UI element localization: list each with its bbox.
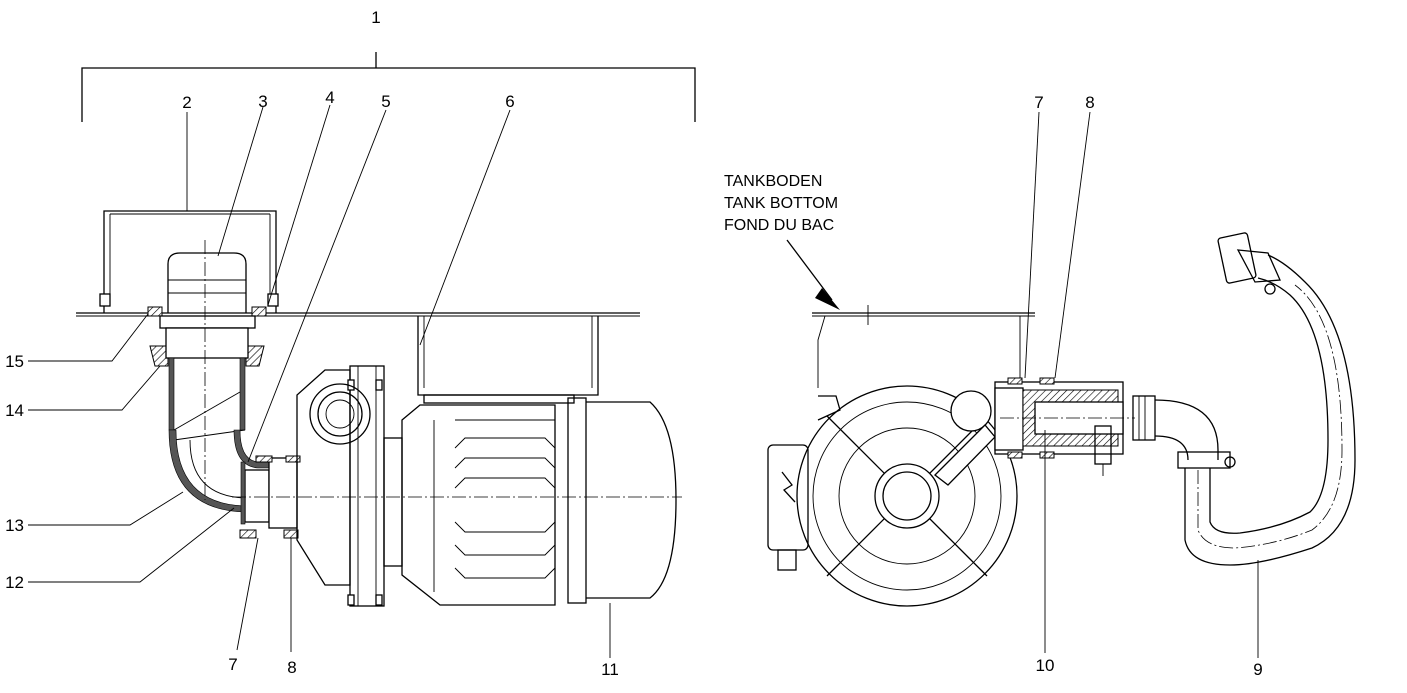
label-13: 13 — [5, 516, 24, 535]
right-view — [767, 232, 1356, 607]
tank-note-en: TANK BOTTOM — [724, 195, 838, 212]
label-6: 6 — [505, 92, 514, 111]
label-12: 12 — [5, 573, 24, 592]
tank-note-fr: FOND DU BAC — [724, 217, 834, 234]
tank-note-de: TANKBODEN — [724, 173, 822, 190]
tank-bottom-arrow — [786, 239, 840, 310]
left-view — [76, 210, 682, 607]
label-11: 11 — [601, 660, 619, 679]
label-9: 9 — [1253, 660, 1262, 679]
label-5: 5 — [381, 92, 390, 111]
label-2: 2 — [182, 93, 191, 112]
suction-cap — [167, 252, 247, 313]
label-10: 10 — [1036, 656, 1055, 675]
strainer-box — [99, 210, 279, 313]
tank-bottom-note: TANKBODEN TANK BOTTOM FOND DU BAC — [724, 173, 838, 234]
motor — [401, 397, 677, 606]
label-14: 14 — [5, 401, 24, 420]
assembly-bracket — [81, 52, 696, 122]
motor-mount — [417, 316, 599, 404]
pump-volute — [796, 385, 1018, 607]
label-1: 1 — [371, 8, 380, 27]
label-4: 4 — [325, 88, 334, 107]
leader-lines — [28, 104, 1259, 658]
terminal-box — [767, 444, 809, 571]
label-8-left: 8 — [287, 658, 296, 677]
hose — [1132, 232, 1356, 566]
label-7-right: 7 — [1034, 93, 1043, 112]
part-labels: 1 2 3 4 5 6 7 8 15 14 13 12 7 8 11 10 9 — [5, 8, 1263, 679]
label-7-left: 7 — [228, 655, 237, 674]
label-3: 3 — [258, 92, 267, 111]
label-15: 15 — [5, 352, 24, 371]
label-8-right: 8 — [1085, 93, 1094, 112]
